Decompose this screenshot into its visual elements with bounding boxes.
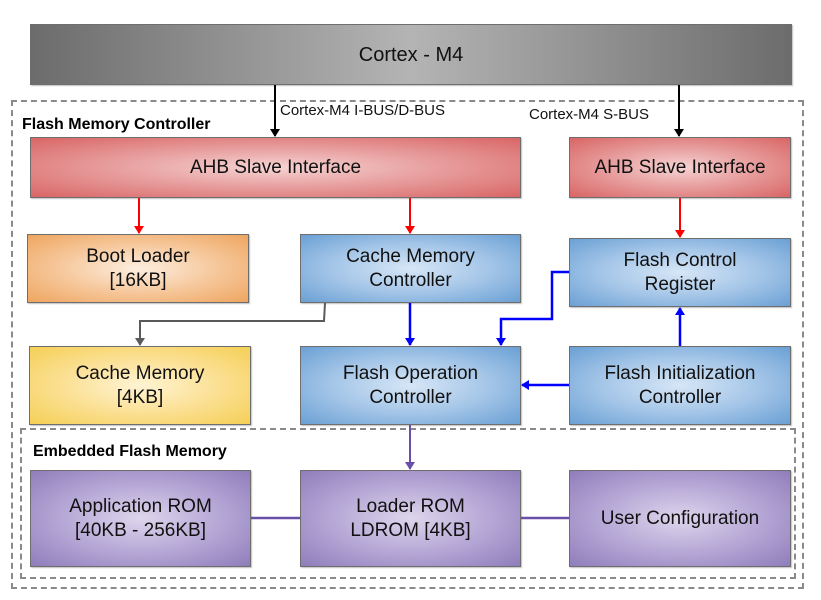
- foc-line-1: Flash Operation: [342, 362, 479, 384]
- ldrom-line-2: LDROM [4KB]: [350, 519, 471, 541]
- boot-loader-line-2: [16KB]: [109, 269, 167, 291]
- user-config-label: User Configuration: [600, 507, 760, 529]
- cache-memory-block: Cache Memory[4KB]: [29, 346, 251, 425]
- embedded-flash-memory-group: [20, 428, 796, 579]
- ahb-slave-interface-right: AHB Slave Interface: [569, 137, 791, 198]
- fcr-line-1: Flash Control: [623, 249, 737, 271]
- control-register-to-operation-arrow: [496, 270, 569, 346]
- embedded-flash-memory-title: Embedded Flash Memory: [33, 443, 227, 460]
- aprom-line-1: Application ROM: [69, 495, 212, 517]
- fic-line-2: Controller: [638, 386, 722, 408]
- cmc-line-2: Controller: [369, 269, 452, 291]
- application-rom-block: Application ROM[40KB - 256KB]: [30, 470, 251, 567]
- fcr-line-2: Register: [644, 273, 716, 295]
- flash-memory-controller-group: [11, 100, 804, 589]
- sbus-label: Cortex-M4 S-BUS: [529, 106, 650, 123]
- cortex-m4-block: Cortex - M4: [30, 24, 792, 85]
- ibus-dbus-label: Cortex-M4 I-BUS/D-BUS: [280, 102, 446, 119]
- foc-line-2: Controller: [369, 386, 452, 408]
- ldrom-line-1: Loader ROM: [356, 495, 465, 517]
- cmc-line-1: Cache Memory: [346, 245, 475, 267]
- cache-memory-line-2: [4KB]: [116, 386, 164, 408]
- user-configuration-block: User Configuration: [569, 470, 791, 567]
- cortex-m4-label: Cortex - M4: [358, 43, 464, 66]
- cache-controller-to-cache-memory-arrow: [135, 302, 326, 346]
- ahb-slave-interface-left: AHB Slave Interface: [30, 137, 521, 198]
- cache-memory-line-1: Cache Memory: [75, 362, 205, 384]
- boot-loader-line-1: Boot Loader: [86, 245, 190, 267]
- fic-line-1: Flash Initialization: [604, 362, 756, 384]
- ahb-left-label: AHB Slave Interface: [189, 156, 362, 178]
- aprom-line-2: [40KB - 256KB]: [75, 519, 206, 541]
- flash-memory-controller-title: Flash Memory Controller: [22, 116, 211, 133]
- boot-loader-block: Boot Loader[16KB]: [27, 234, 249, 303]
- ahb-right-label: AHB Slave Interface: [594, 156, 766, 178]
